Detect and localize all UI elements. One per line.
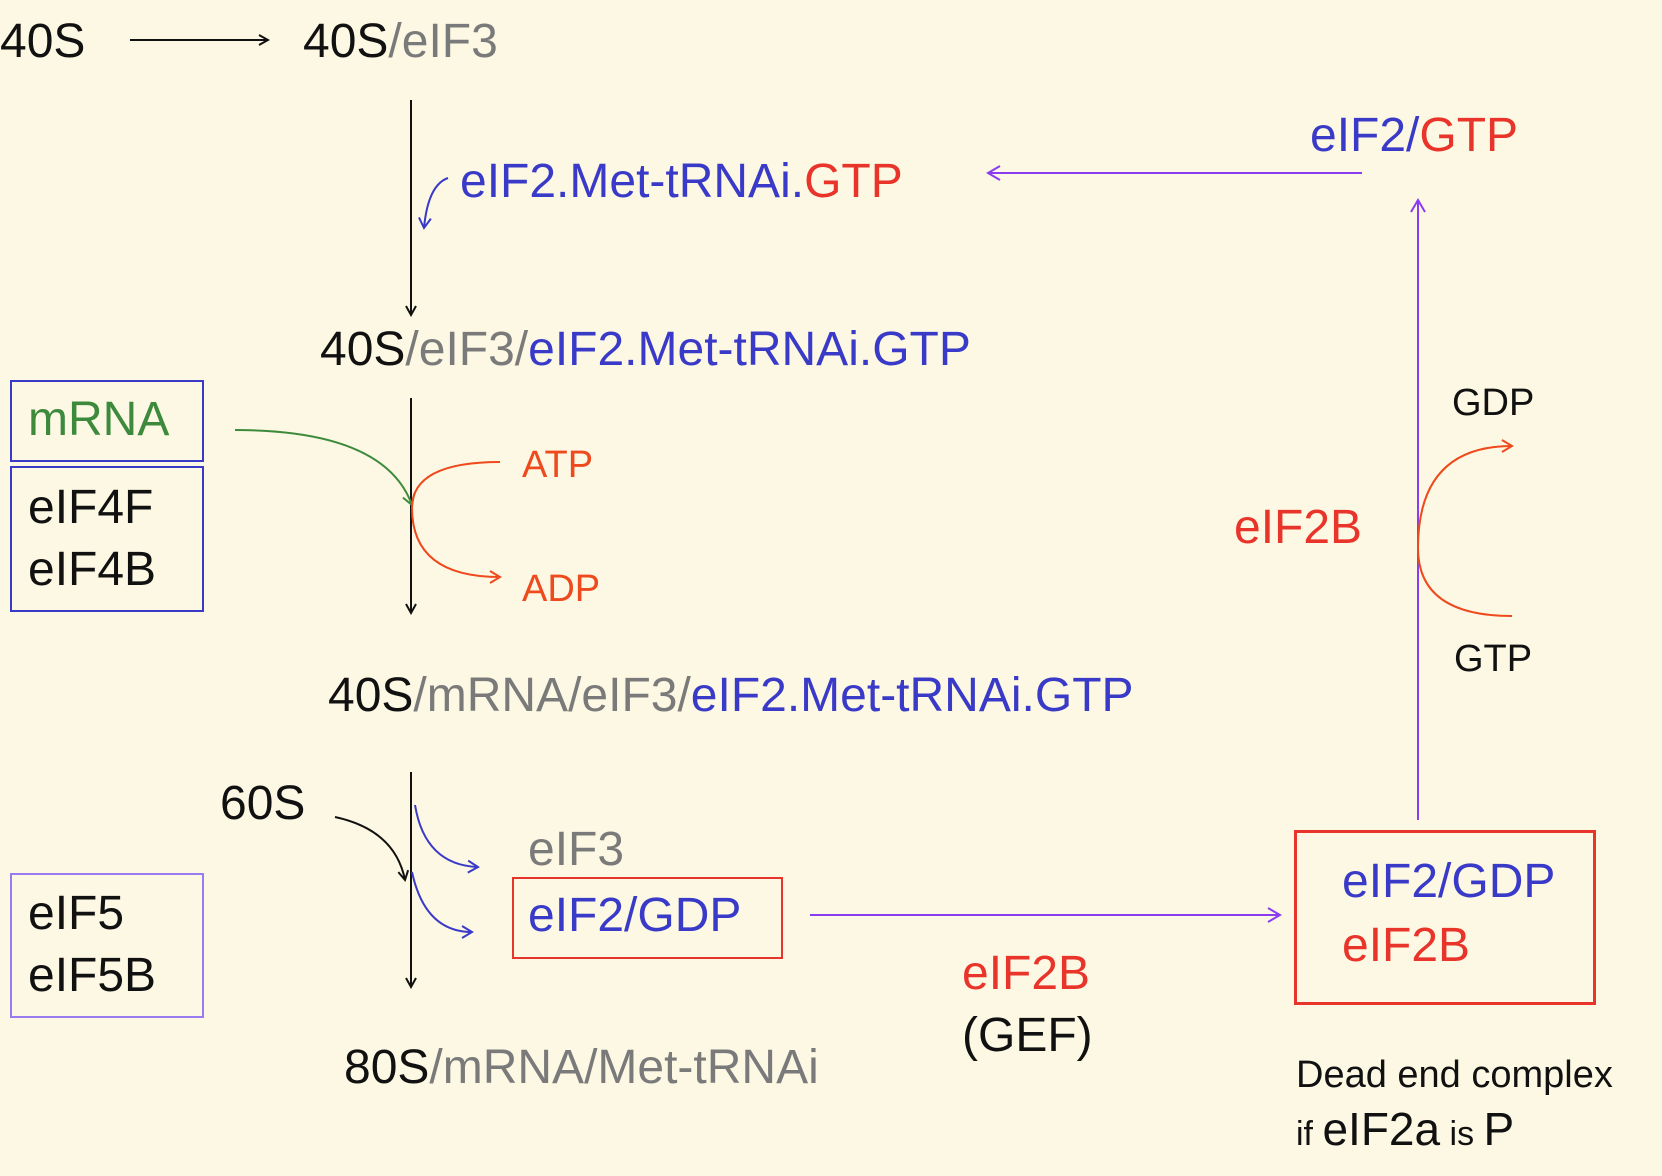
label-cycle-gdp: GDP xyxy=(1452,382,1535,424)
ternary-part-gtp: GTP xyxy=(804,155,903,208)
arrow-mrna-joining xyxy=(234,429,416,507)
label-eif2b-gef-name: eIF2B xyxy=(962,947,1091,1000)
label-box-eif2b: eIF2B xyxy=(1342,919,1471,972)
label-40s-eif3-part-eif3: /eIF3 xyxy=(388,15,498,68)
label-ternary-complex: eIF2.Met-tRNAi.GTP xyxy=(460,158,903,206)
c48-part-ternary: eIF2.Met-tRNAi.GTP xyxy=(690,669,1134,722)
eif2-gtp-part-gtp: GTP xyxy=(1419,109,1519,162)
label-cycle-gtp: GTP xyxy=(1454,638,1533,680)
c43-part-40s: 40S xyxy=(320,323,406,376)
label-80s-complex: 80S/mRNA/Met-tRNAi xyxy=(344,1044,819,1092)
arrow-atp-to-adp xyxy=(410,461,502,584)
label-43s-complex: 40S/eIF3/eIF2.Met-tRNAi.GTP xyxy=(320,326,971,374)
label-eif4f: eIF4F xyxy=(28,481,154,534)
label-eif5: eIF5 xyxy=(28,887,125,940)
label-60s: 60S xyxy=(220,777,306,830)
label-40s-eif3: 40S/eIF3 xyxy=(303,18,498,66)
c43-part-ternary: eIF2.Met-tRNAi.GTP xyxy=(528,323,971,376)
label-adp: ADP xyxy=(522,568,601,610)
label-48s-complex: 40S/mRNA/eIF3/eIF2.Met-tRNAi.GTP xyxy=(328,672,1134,720)
dead-end-box xyxy=(1294,830,1596,1005)
dead-end-if: if xyxy=(1296,1115,1323,1153)
arrow-gtp-to-gdp xyxy=(1416,439,1514,617)
label-box-eif2-gdp: eIF2/GDP xyxy=(1342,855,1556,908)
dead-end-is: is xyxy=(1440,1115,1484,1153)
label-gef: (GEF) xyxy=(962,1009,1093,1062)
label-if-eif2a-is-p: if eIF2a is P xyxy=(1296,1106,1514,1152)
label-dead-end: Dead end complex xyxy=(1296,1054,1613,1096)
dead-end-eif2a: eIF2a xyxy=(1322,1103,1441,1155)
arrow-eif3-release xyxy=(414,804,480,874)
mrna-box xyxy=(10,380,204,462)
label-40s: 40S xyxy=(0,15,86,68)
eif4-box xyxy=(10,466,204,612)
arrow-eif2gdp-release xyxy=(411,871,474,939)
label-eif4b: eIF4B xyxy=(28,543,157,596)
label-mrna: mRNA xyxy=(28,393,170,446)
c80-part-80s: 80S xyxy=(344,1041,430,1094)
label-atp: ATP xyxy=(522,444,594,486)
label-40s-eif3-part-40s: 40S xyxy=(303,15,389,68)
dead-end-p: P xyxy=(1483,1103,1515,1155)
label-eif3-release: eIF3 xyxy=(528,823,625,876)
label-cycle-eif2b: eIF2B xyxy=(1234,501,1363,554)
c43-part-eif3: /eIF3/ xyxy=(405,323,529,376)
c48-part-40s: 40S xyxy=(328,669,414,722)
arrow-ternary-joining xyxy=(418,177,449,230)
eif2-gdp-box xyxy=(512,877,783,959)
arrow-60s-joining xyxy=(334,816,405,880)
eif5-box xyxy=(10,873,204,1018)
eif2-gtp-part-eif2: eIF2/ xyxy=(1310,109,1420,162)
c80-part-mrna-tRNA: /mRNA/Met-tRNAi xyxy=(429,1041,819,1094)
label-eif5b: eIF5B xyxy=(28,949,157,1002)
ternary-part-eif2: eIF2.Met-tRNAi. xyxy=(460,155,805,208)
c48-part-mrna-eif3: /mRNA/eIF3/ xyxy=(413,669,691,722)
label-eif2-gtp: eIF2/GTP xyxy=(1310,112,1518,160)
label-eif2-gdp: eIF2/GDP xyxy=(528,889,742,942)
